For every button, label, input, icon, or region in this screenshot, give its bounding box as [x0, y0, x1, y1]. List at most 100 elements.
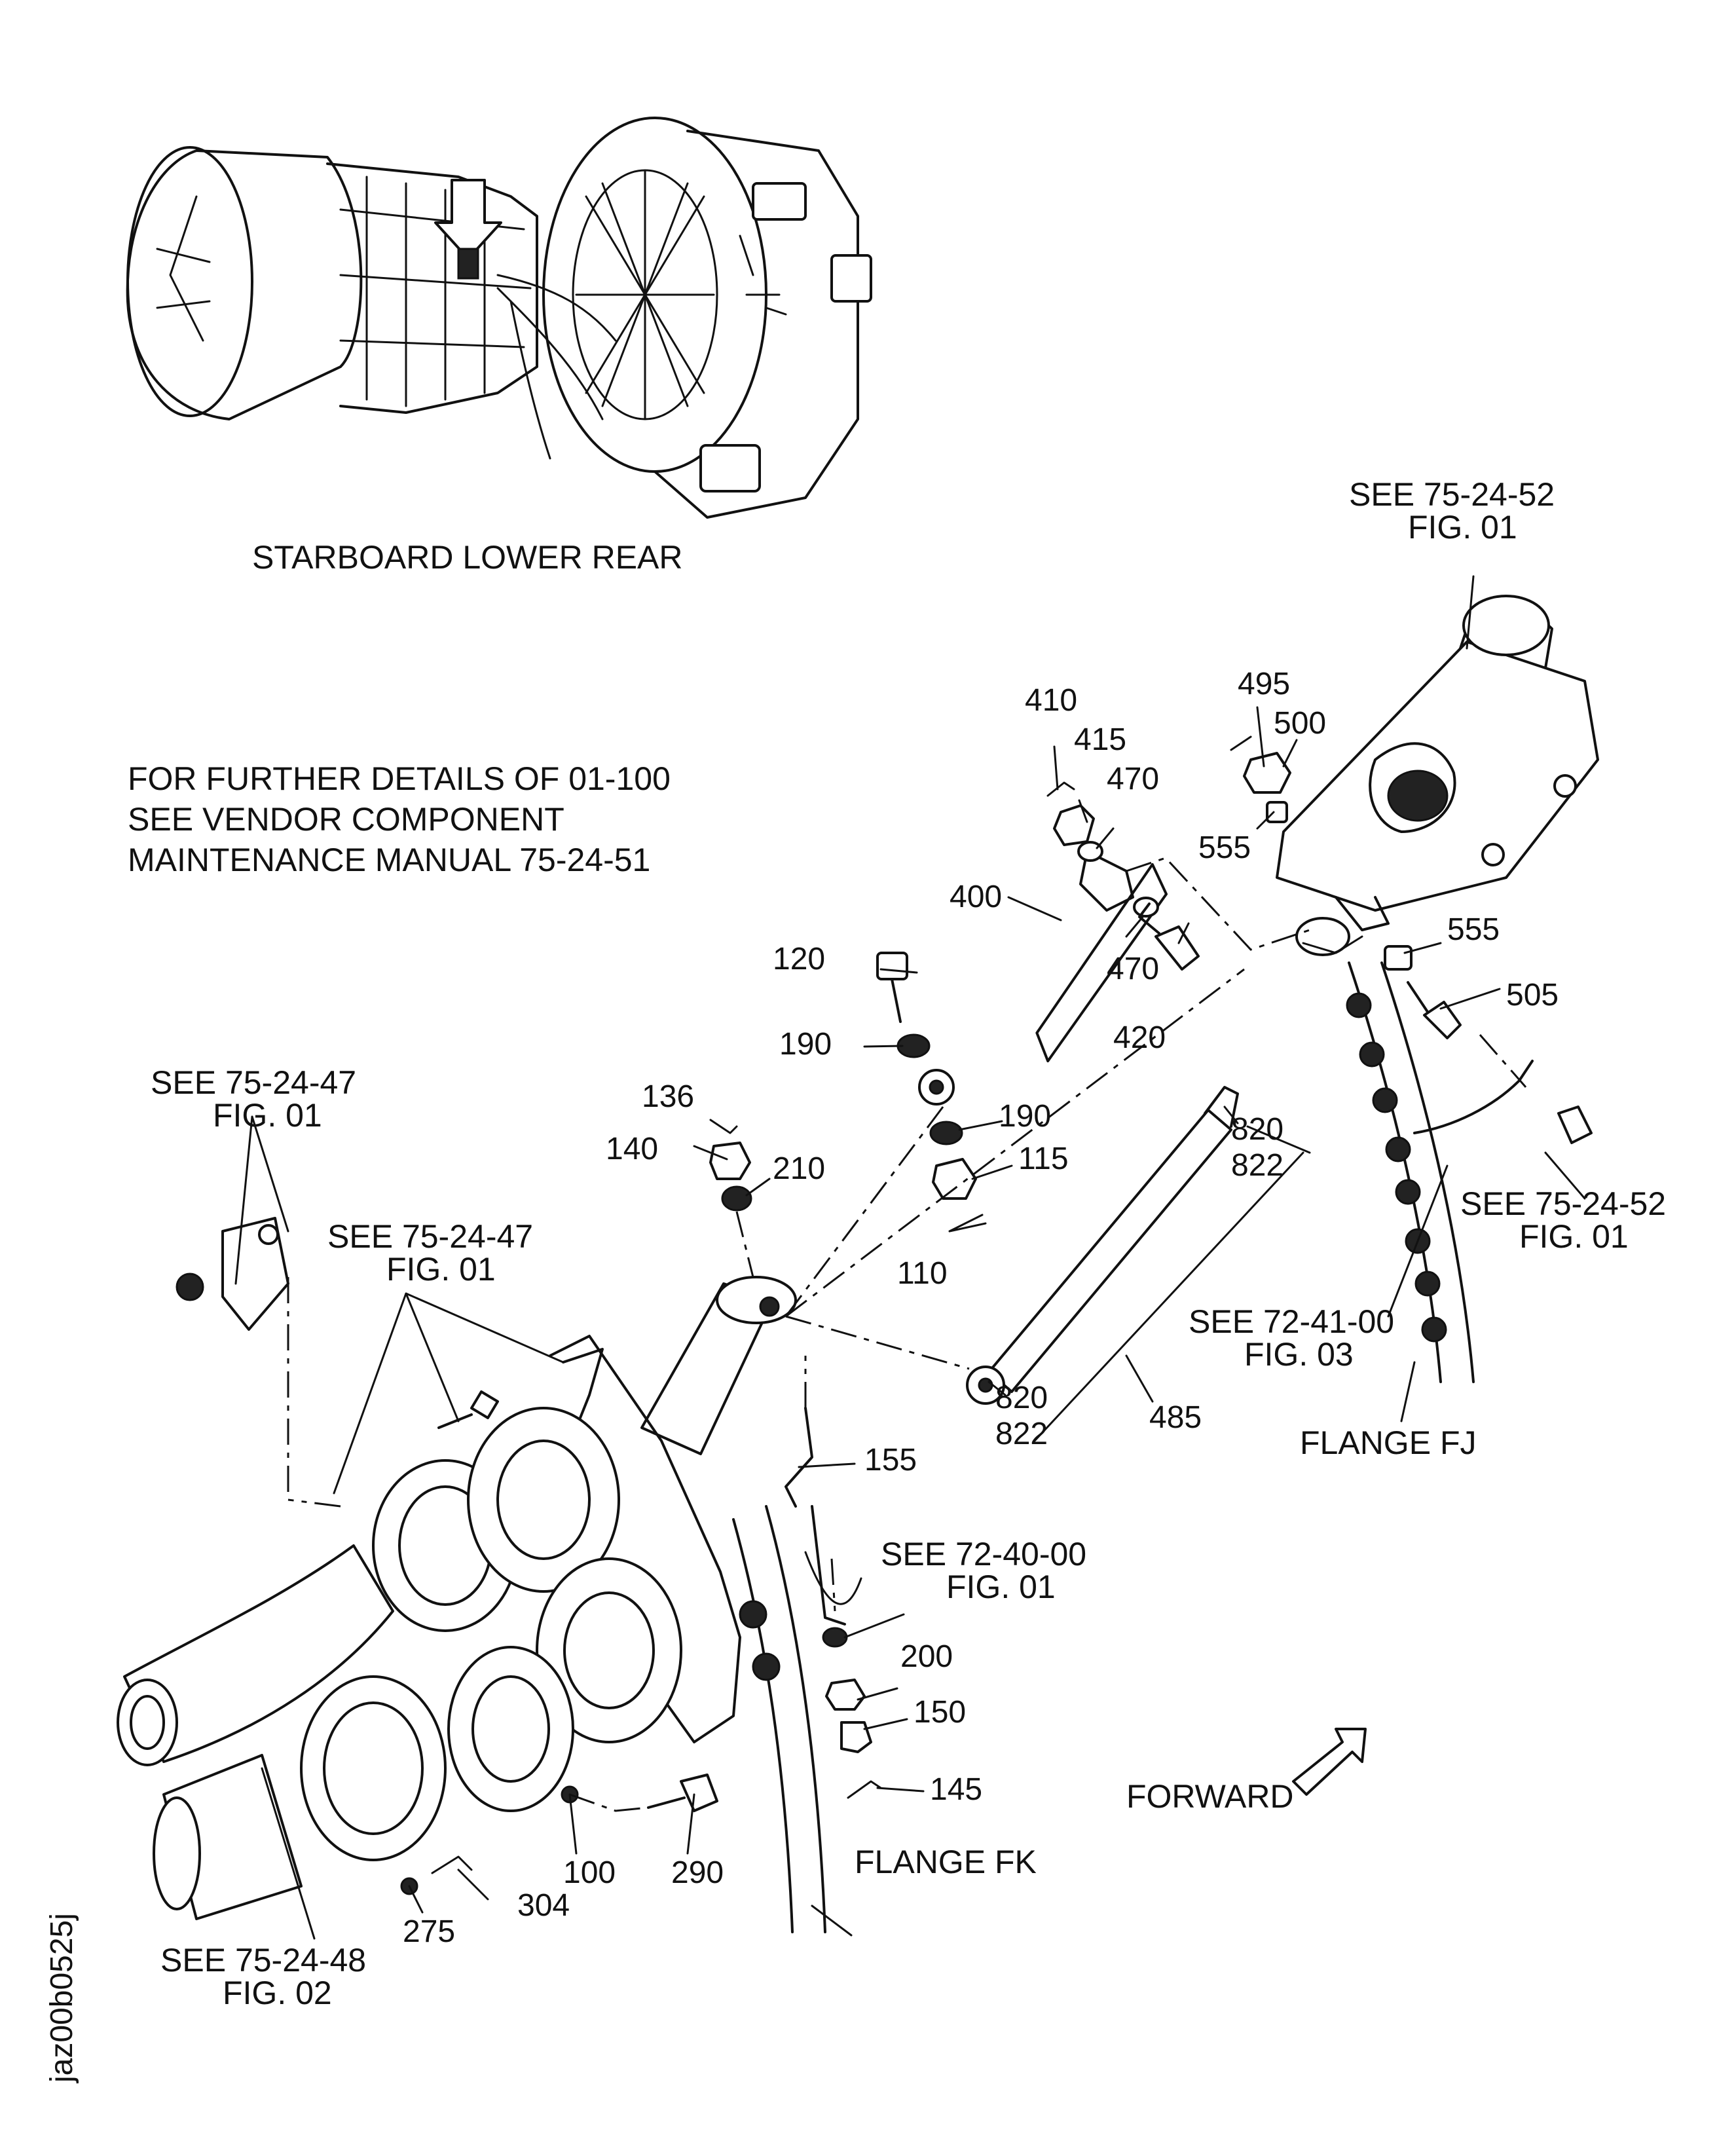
accessory-box	[699, 444, 761, 492]
flange-ring	[467, 1407, 620, 1593]
bolt-icon	[680, 1774, 718, 1812]
vendor-note: FOR FURTHER DETAILS OF 01-100 SEE VENDOR…	[128, 760, 671, 878]
svg-text:FIG. 01: FIG. 01	[386, 1251, 496, 1288]
bolt-shank	[1138, 902, 1160, 935]
bushing-icon	[1384, 945, 1413, 971]
callout-136: 136	[642, 1079, 694, 1114]
svg-text:FIG. 01: FIG. 01	[1519, 1218, 1629, 1255]
reference-75-24-47-left: SEE 75-24-47 FIG. 01	[151, 1064, 356, 1134]
actuator-assembly	[1276, 595, 1599, 956]
svg-text:SEE 75-24-52: SEE 75-24-52	[1349, 476, 1555, 513]
callout-400: 400	[950, 880, 1002, 914]
bolt-icon	[1423, 1001, 1462, 1039]
callout-150: 150	[914, 1695, 966, 1730]
bracket	[1413, 1060, 1534, 1134]
actuator-fitting	[1387, 770, 1449, 822]
castellated-nut-icon	[709, 1142, 751, 1180]
bolt-icon	[1557, 1106, 1593, 1144]
bolt-icon	[876, 952, 908, 980]
svg-text:SEE 72-40-00: SEE 72-40-00	[881, 1536, 1086, 1572]
bolt-icon	[1154, 925, 1200, 971]
castellated-nut-icon	[1053, 804, 1095, 846]
svg-text:FIG. 02: FIG. 02	[223, 1975, 332, 2011]
svg-text:SEE 72-41-00: SEE 72-41-00	[1189, 1303, 1394, 1340]
callout-155: 155	[864, 1443, 917, 1477]
callout-304: 304	[517, 1888, 570, 1923]
note-line-2: SEE VENDOR COMPONENT	[128, 801, 564, 838]
leader-lines	[234, 575, 1586, 1940]
strut-clevis	[716, 1276, 797, 1324]
actuator-nut	[1481, 843, 1505, 866]
callout-820b: 820	[995, 1381, 1048, 1415]
location-arrow-icon	[434, 179, 502, 260]
actuator-cap	[1462, 595, 1550, 656]
callout-190b: 190	[999, 1099, 1051, 1134]
callout-200: 200	[900, 1639, 953, 1674]
svg-text:SEE 75-24-52: SEE 75-24-52	[1460, 1185, 1666, 1222]
callout-495: 495	[1238, 667, 1290, 701]
bushing-icon	[1266, 801, 1288, 823]
cotter-pin-icon	[847, 1780, 882, 1799]
reference-72-41-00: SEE 72-41-00 FIG. 03	[1189, 1303, 1394, 1373]
callout-470a: 470	[1107, 762, 1159, 796]
engine-view-caption: STARBOARD LOWER REAR	[252, 539, 683, 576]
svg-text:SEE 75-24-48: SEE 75-24-48	[160, 1942, 366, 1979]
rod-end-bore	[978, 1377, 993, 1393]
link-rod-400	[918, 850, 1168, 1106]
cotter-pin-icon	[1046, 781, 1075, 797]
pipe-assembly	[117, 1217, 882, 1920]
note-line-1: FOR FURTHER DETAILS OF 01-100	[128, 760, 671, 797]
engine-overview	[126, 117, 872, 519]
flange-fj	[1346, 961, 1475, 1383]
cotter-pin-icon	[709, 1119, 738, 1134]
callout-555b: 555	[1447, 912, 1500, 947]
washer-icon	[721, 1185, 752, 1212]
castellated-nut-icon	[932, 1158, 977, 1200]
callout-210: 210	[773, 1151, 825, 1186]
callout-415: 415	[1074, 722, 1126, 757]
callout-420: 420	[1113, 1020, 1166, 1055]
reference-75-24-48: SEE 75-24-48 FIG. 02	[160, 1942, 366, 2011]
strut-bore	[759, 1296, 780, 1317]
flange-ring	[536, 1557, 682, 1743]
accessory-box	[830, 254, 872, 303]
callout-275: 275	[403, 1914, 455, 1949]
svg-text:FIG. 01: FIG. 01	[213, 1097, 322, 1134]
castellated-nut-icon	[825, 1679, 866, 1711]
callout-115: 115	[1018, 1142, 1069, 1176]
pipe-end	[117, 1679, 178, 1766]
callout-505: 505	[1506, 978, 1559, 1013]
svg-text:FIG. 01: FIG. 01	[1408, 509, 1517, 546]
castellated-nut-icon	[1243, 752, 1291, 794]
callout-290: 290	[671, 1855, 724, 1890]
callout-555a: 555	[1198, 830, 1251, 865]
image-id-text: jaz00b0525j	[45, 1913, 79, 2084]
pipe-end	[153, 1796, 201, 1910]
callout-470b: 470	[1107, 952, 1159, 986]
callout-485: 485	[1149, 1400, 1202, 1435]
callout-822a: 822	[1231, 1148, 1284, 1183]
svg-text:SEE 75-24-47: SEE 75-24-47	[327, 1218, 533, 1255]
reference-75-24-52-right: SEE 75-24-52 FIG. 01	[1460, 1185, 1666, 1255]
rod-end-bore	[929, 1079, 944, 1095]
flange-ring	[447, 1646, 574, 1812]
callout-500: 500	[1274, 706, 1326, 741]
washer-icon	[929, 1121, 963, 1145]
callout-145: 145	[930, 1772, 982, 1807]
highlight-band	[457, 248, 479, 280]
hardware	[709, 735, 1593, 1233]
note-line-3: MAINTENANCE MANUAL 75-24-51	[128, 842, 650, 878]
forward-arrow-icon	[1292, 1728, 1367, 1796]
callout-820a: 820	[1231, 1112, 1284, 1147]
cotter-pin-icon	[948, 1214, 987, 1233]
callout-110: 110	[897, 1256, 948, 1291]
flange-fk	[732, 1505, 826, 1933]
callout-100: 100	[563, 1855, 616, 1890]
cotter-pin-icon	[1230, 735, 1252, 751]
reference-72-40-00: SEE 72-40-00 FIG. 01	[881, 1536, 1086, 1605]
flange-fj-label: FLANGE FJ	[1300, 1424, 1476, 1461]
callout-numbers: 410 415 470 400 470 420 120 190 190 115 …	[403, 667, 1559, 1949]
callout-140: 140	[606, 1132, 658, 1166]
link-rod-485	[966, 1086, 1239, 1405]
